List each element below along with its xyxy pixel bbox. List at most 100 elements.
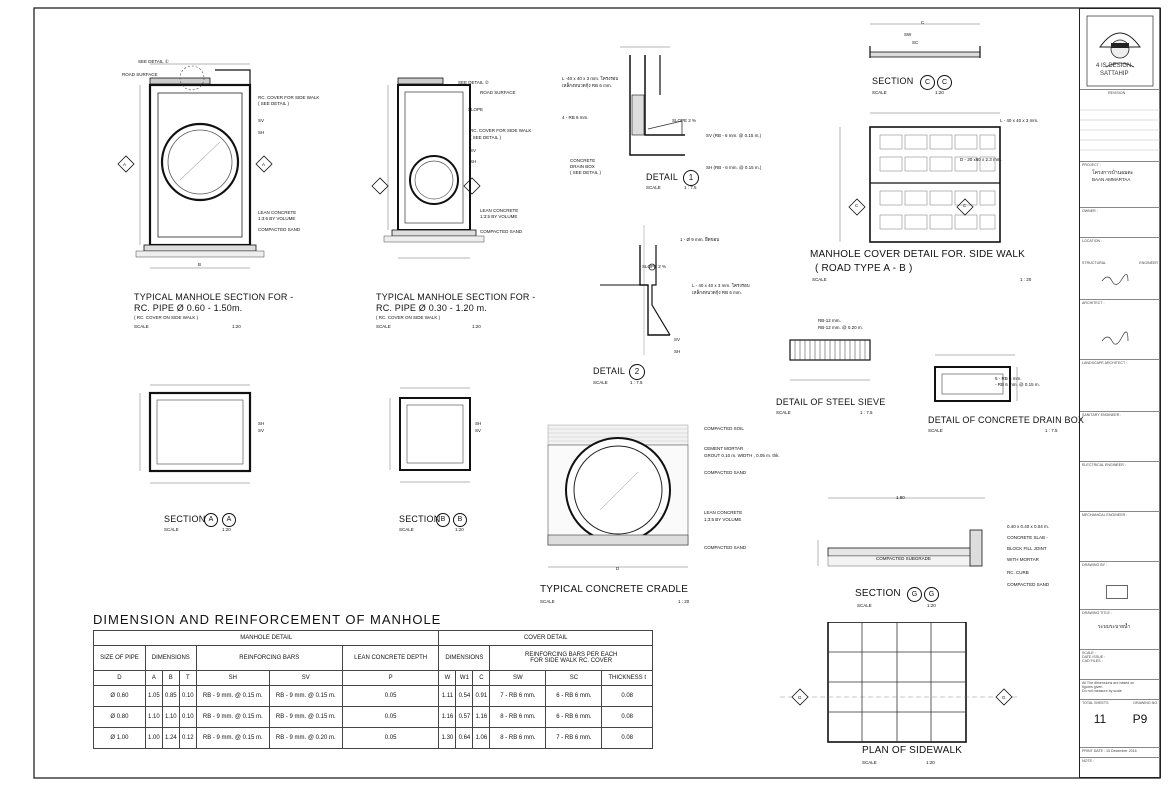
- section-c-scale: SCALE: [872, 90, 887, 95]
- detail2-ratio: 1 : 7.5: [630, 380, 643, 385]
- cell: 0.85: [161, 685, 180, 707]
- cell: 6 - RB 6 mm.: [545, 685, 603, 707]
- detail1-ratio: 1 : 7.5: [684, 185, 697, 190]
- drainbox-rb2: - RB 6 mm. @ 0.15 m.: [995, 382, 1040, 387]
- col-w: W: [438, 670, 457, 686]
- mechanical-label: MECHANICAL ENGINEER :: [1082, 513, 1128, 517]
- sieve-ratio: 1 : 7.5: [860, 410, 873, 415]
- cell: 0.57: [455, 706, 474, 728]
- sv-label: SV: [258, 118, 265, 123]
- cell: RB - 9 mm. @ 0.15 m.: [268, 685, 343, 707]
- section-g-ratio: 1:20: [927, 603, 936, 608]
- location-label: LOCATION :: [1082, 239, 1103, 243]
- section-b-sv: SV: [475, 428, 482, 433]
- section-c-drawing: [869, 23, 981, 58]
- total-sheets-label: TOTAL SHEETS: [1082, 701, 1109, 705]
- col-a: A: [144, 670, 163, 686]
- cell: RB - 9 mm. @ 0.20 m.: [268, 727, 343, 749]
- cell: 0.08: [601, 685, 653, 707]
- road-surface-label: ROAD SURFACE: [122, 72, 158, 77]
- section-c-marker-2: C: [937, 75, 952, 90]
- table-title: DIMENSION AND REINFORCEMENT OF MANHOLE: [93, 612, 442, 627]
- typical-section-2-sub: ( RC. COVER ON SIDE WALK ): [376, 315, 441, 320]
- notes-block: NOTE :: [1080, 757, 1160, 777]
- cradle-grout: GROUT 0.10 m. WIDTH , 0.05 m. thk.: [704, 453, 780, 458]
- section-g-scale: SCALE: [857, 603, 872, 608]
- section-b-marker-2: B: [453, 513, 467, 527]
- cell: 1.10: [161, 706, 180, 728]
- concrete-cradle-drawing: [547, 424, 689, 568]
- col-b: B: [161, 670, 180, 686]
- marker-a-right: A: [262, 162, 266, 167]
- cell: RB - 9 mm. @ 0.15 m.: [195, 727, 270, 749]
- th-cover-dimensions: DIMENSIONS: [438, 645, 491, 671]
- section-g-marker-2: G: [924, 587, 939, 602]
- section-c-ratio: 1:20: [935, 90, 944, 95]
- cad-label: CAD FILES :: [1082, 659, 1103, 663]
- typical-section-2-ratio: 1:20: [472, 324, 481, 329]
- sieve-title: DETAIL OF STEEL SIEVE: [776, 397, 886, 407]
- cell: 0.05: [341, 706, 440, 728]
- drawn-stamp: [1106, 585, 1128, 599]
- section-g-slab4: WITH MORTAR: [1007, 557, 1039, 562]
- typical-section-2-scale: SCALE: [376, 324, 391, 329]
- sh-2-label: SH: [470, 159, 477, 164]
- title-block: 4 IS DESIGN SATTAHIP REVISION PROJECT : …: [1079, 8, 1161, 778]
- cell: 0.12: [178, 727, 197, 749]
- notes-label: NOTE :: [1082, 759, 1094, 763]
- sieve-scale: SCALE: [776, 410, 791, 415]
- section-b-ratio: 1:20: [455, 527, 464, 532]
- revision-block: REVISION: [1080, 89, 1160, 161]
- cell: 8 - RB 6 mm.: [489, 727, 547, 749]
- lean-concrete-label: LEAN CONCRETE: [258, 210, 297, 215]
- sh-label: SH: [258, 130, 265, 135]
- detail2-number: 2: [629, 364, 645, 380]
- th-manhole-detail: MANHOLE DETAIL: [92, 630, 440, 646]
- drainbox-title: DETAIL OF CONCRETE DRAIN BOX: [928, 415, 1085, 425]
- cell: RB - 9 mm. @ 0.15 m.: [195, 685, 270, 707]
- col-sc: SC: [545, 670, 603, 686]
- cover-marker-c-left: C: [855, 203, 859, 208]
- engineer-label: ENGINEER: [1139, 261, 1158, 265]
- cradle-soil: COMPACTED SOIL: [704, 426, 744, 431]
- see-detail-2-label: SEE DETAIL ②: [458, 80, 489, 85]
- cover-scale: SCALE: [812, 277, 827, 282]
- road-surface-2-label: ROAD SURFACE: [480, 90, 516, 95]
- section-a-marker-1: A: [204, 513, 218, 527]
- sidewalk-plan-drawing: [780, 622, 1020, 743]
- section-c-title: SECTION: [872, 76, 914, 86]
- section-g-sand: COMPACTED SAND: [1007, 582, 1050, 587]
- cell: 7 - RB 6 mm.: [489, 685, 547, 707]
- section-g-slab2: CONCRETE SLAB -: [1007, 535, 1048, 540]
- section-g-subgrade: COMPACTED SUBGRADE: [876, 556, 931, 561]
- th-reinforcing: REINFORCING BARS: [195, 645, 343, 671]
- note-line-2: figures given: [1082, 685, 1103, 689]
- cell: 0.10: [178, 706, 197, 728]
- cover-see-detail: ( SEE DETAIL ): [258, 101, 290, 106]
- logo-text-2: SATTAHIP: [1100, 71, 1129, 77]
- typical-section-1-scale: SCALE: [134, 324, 149, 329]
- detail1-drain2: DRAIN BOX: [570, 164, 595, 169]
- section-g-curb: RC. CURB: [1007, 570, 1029, 575]
- detail2-slope: SLOPE 2 %: [642, 264, 667, 269]
- section-a-title: SECTION: [164, 514, 206, 524]
- col-c: C: [472, 670, 491, 686]
- cradle-mortar: CEMENT MORTAR: [704, 446, 744, 451]
- volume-2-label: 1:3:5 BY VOLUME: [480, 214, 518, 219]
- section-a-marker-2: A: [222, 513, 236, 527]
- lean-concrete-2-label: LEAN CONCRETE: [480, 208, 519, 213]
- cradle-volume: 1:3:5 BY VOLUME: [704, 517, 742, 522]
- plan-title: PLAN OF SIDEWALK: [862, 745, 963, 756]
- electrical-block: ELECTRICAL ENGINEER :: [1080, 461, 1160, 511]
- typical-section-1-title2: RC. PIPE Ø 0.60 - 1.50m.: [134, 303, 243, 313]
- detail1-title: DETAIL: [646, 172, 679, 182]
- cover-plate: D - 30 x60 x 2.3 mm.: [960, 157, 1002, 162]
- project-label: PROJECT :: [1082, 163, 1101, 167]
- section-c-sc: SC: [912, 40, 919, 45]
- electrical-label: ELECTRICAL ENGINEER :: [1082, 463, 1126, 467]
- section-g-marker-1: G: [907, 587, 922, 602]
- section-b-sh: SH: [475, 421, 482, 426]
- col-sw: SW: [489, 670, 547, 686]
